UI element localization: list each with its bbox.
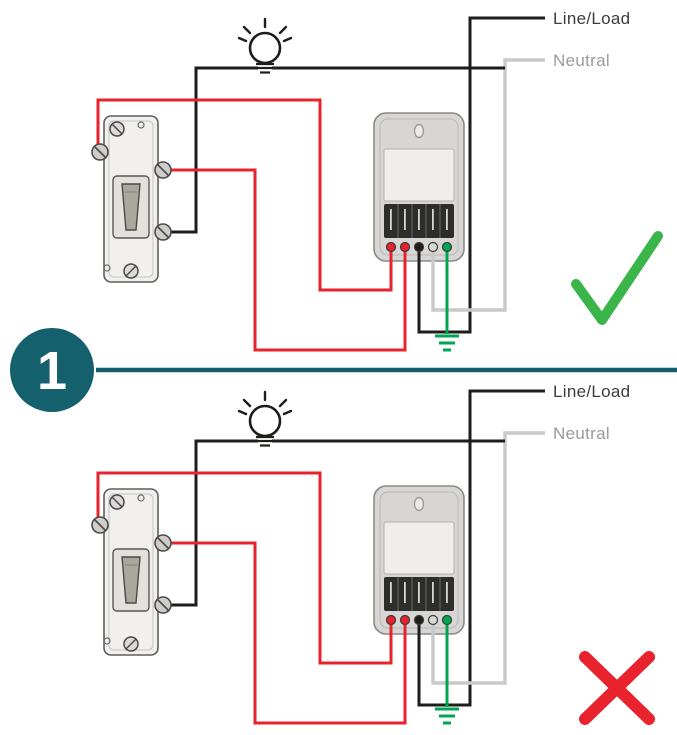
neutral-label-top: Neutral (553, 51, 610, 70)
check-icon (571, 231, 663, 325)
circuit-incorrect (90, 389, 547, 725)
circuit-correct (90, 16, 547, 352)
neutral-label-bottom: Neutral (553, 424, 610, 443)
cross-icon (579, 651, 655, 725)
line-load-label-top: Line/Load (553, 9, 630, 28)
line-load-label-bottom: Line/Load (553, 382, 630, 401)
step-badge-circle (10, 328, 94, 412)
step-badge-number: 1 (37, 341, 67, 401)
step-badge: 1 (10, 328, 94, 412)
